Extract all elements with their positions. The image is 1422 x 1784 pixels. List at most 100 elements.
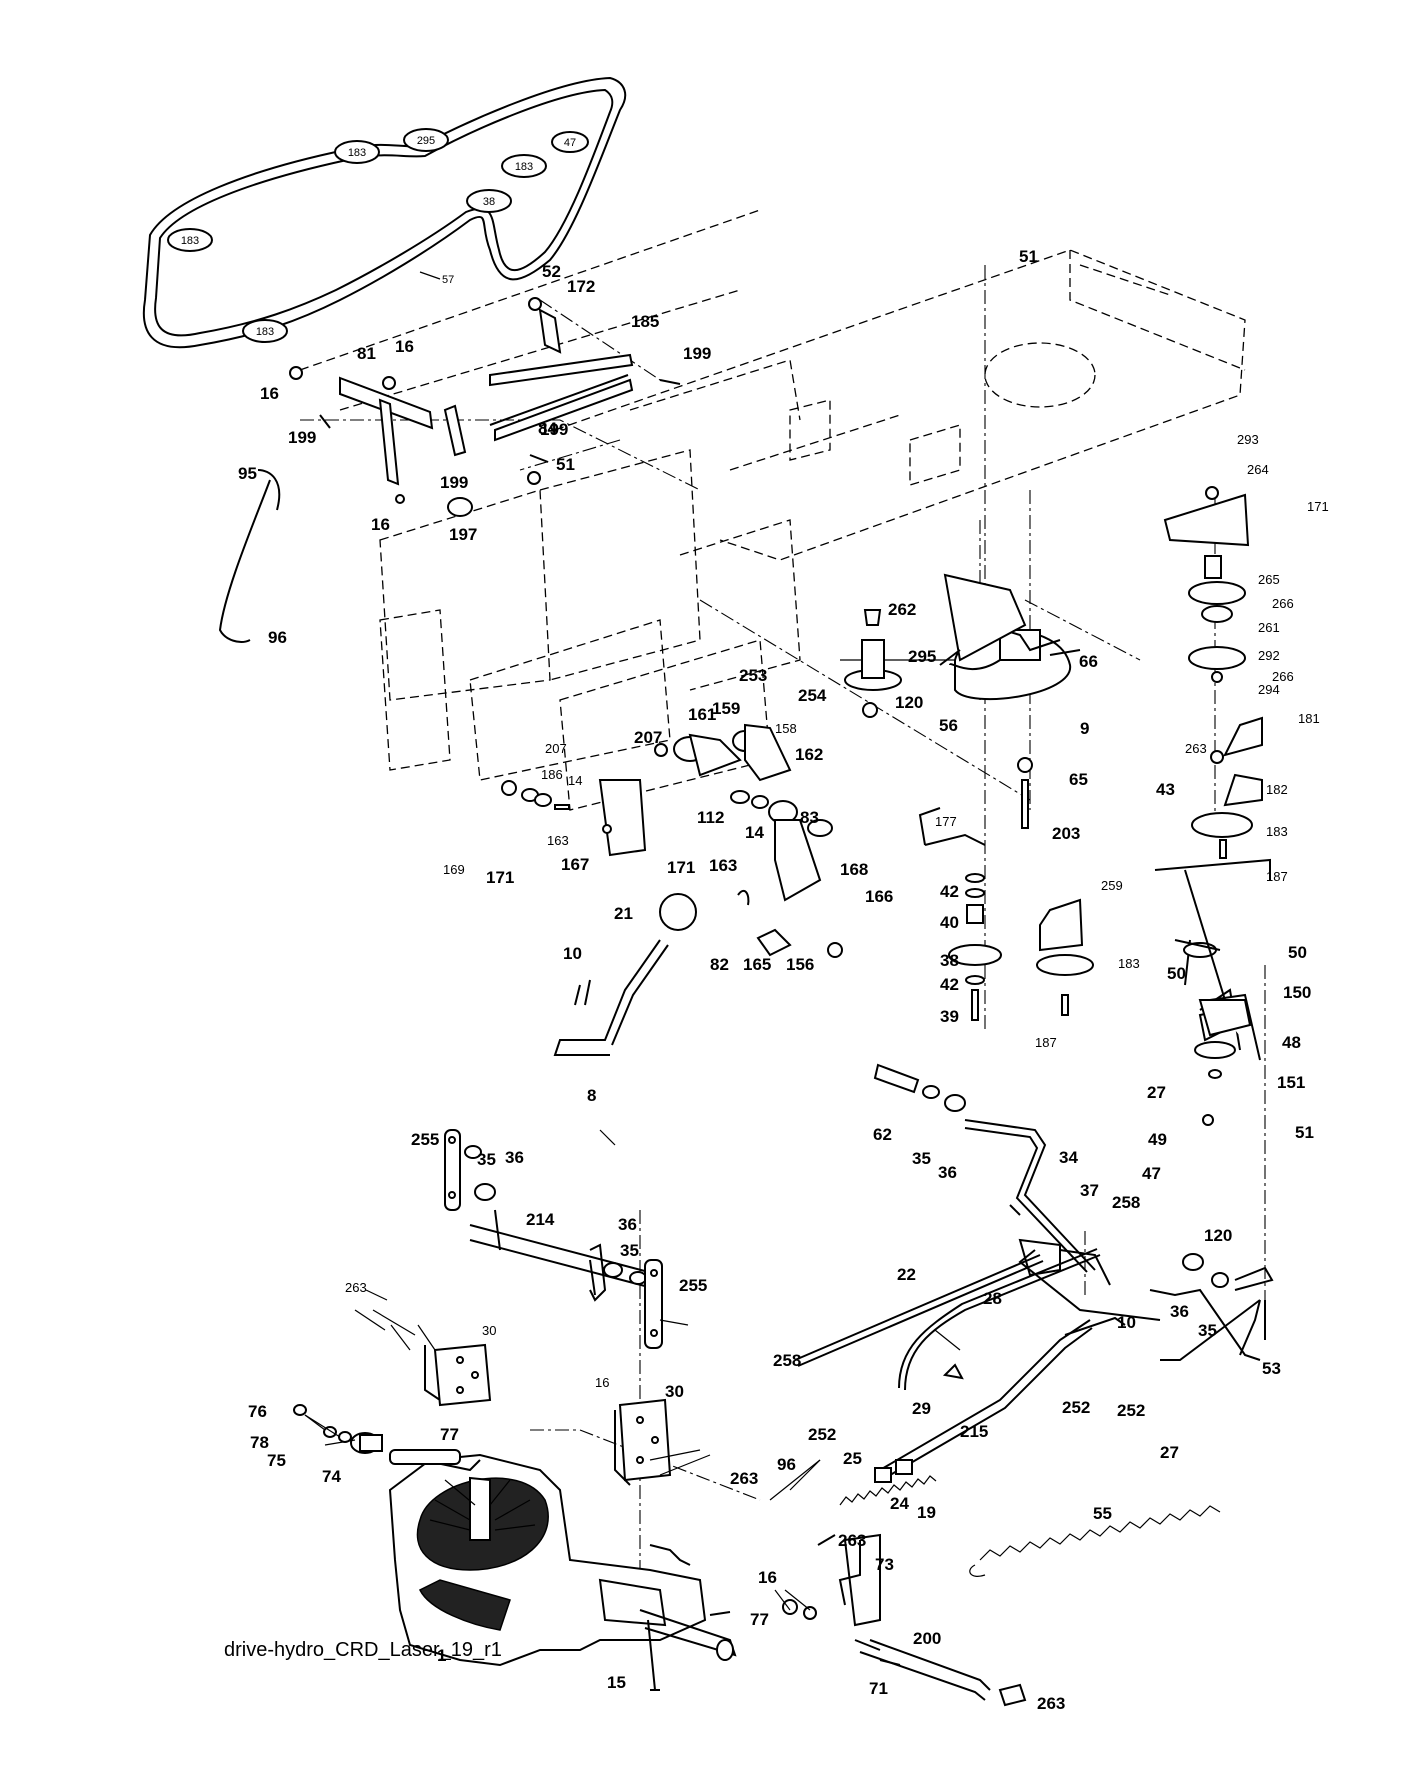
belt-pulley-tag: 47	[551, 131, 589, 153]
part-label: 51	[1019, 247, 1038, 266]
part-label: 19	[917, 1503, 936, 1522]
part-label: 161	[688, 705, 716, 724]
part-label: 266	[1272, 596, 1294, 611]
part-label: 199	[288, 428, 316, 447]
belt-pulley-tag: 295	[403, 128, 449, 152]
part-label: 263	[838, 1531, 866, 1550]
part-label: 163	[709, 856, 737, 875]
part-label: 150	[1283, 983, 1311, 1002]
pedal-bracket-assembly	[501, 723, 843, 958]
belt-label: 57	[442, 274, 454, 286]
part-label: 255	[679, 1276, 707, 1295]
belt-label: 183	[181, 235, 199, 247]
part-label: 165	[743, 955, 771, 974]
part-label: 56	[939, 716, 958, 735]
part-label: 50	[1288, 943, 1307, 962]
part-label: 48	[1282, 1033, 1301, 1052]
part-label: 120	[895, 693, 923, 712]
part-label: 166	[865, 887, 893, 906]
spring-25	[839, 1459, 937, 1506]
part-label: 35	[912, 1149, 931, 1168]
control-rods	[794, 1248, 1126, 1479]
part-label: 21	[614, 904, 633, 923]
part-label: 295	[908, 647, 936, 666]
transaxle	[293, 1404, 737, 1691]
part-label: 24	[890, 1494, 909, 1513]
part-label: 40	[940, 913, 959, 932]
part-label: 36	[1170, 1302, 1189, 1321]
drive-belt: 183 295 47 183 38 183 183 57	[142, 76, 627, 349]
part-label: 77	[440, 1425, 459, 1444]
part-label: 96	[268, 628, 287, 647]
part-label: 8	[587, 1086, 596, 1105]
part-label: 42	[940, 882, 959, 901]
part-label: 167	[561, 855, 589, 874]
engine-pulley-assembly	[844, 573, 1081, 829]
part-label: 151	[1277, 1073, 1305, 1092]
diagram-id-caption: drive-hydro_CRD_Laser_19_r1	[224, 1639, 502, 1661]
control-rod-assembly	[873, 858, 1274, 1291]
callout-labels: 51 52 172 185 199 81 16 16 199 84 199 19…	[238, 247, 1329, 1713]
part-label: 16	[595, 1375, 609, 1390]
part-label: 34	[1059, 1148, 1078, 1167]
part-label: 186	[541, 767, 563, 782]
part-label: 266	[1272, 669, 1294, 684]
part-label: 52	[542, 262, 561, 281]
part-label: 43	[1156, 780, 1175, 799]
part-label: 36	[618, 1215, 637, 1234]
part-label: 171	[667, 858, 695, 877]
part-label: 30	[665, 1382, 684, 1401]
part-label: 83	[800, 808, 819, 827]
part-label: 78	[250, 1433, 269, 1452]
part-label: 200	[913, 1629, 941, 1648]
part-label: 38	[940, 951, 959, 970]
part-label: 172	[567, 277, 595, 296]
part-label: 199	[683, 344, 711, 363]
part-label: 36	[938, 1163, 957, 1182]
belt-pulley-tag: 183	[167, 228, 213, 252]
tractor-frame	[299, 209, 1246, 811]
part-label: 81	[357, 344, 376, 363]
part-label: 112	[697, 808, 724, 827]
part-label: 162	[795, 745, 823, 764]
part-label: 74	[322, 1467, 341, 1486]
part-label: 254	[798, 686, 827, 705]
part-label: 181	[1298, 711, 1320, 726]
belt-pulley-tag: 183	[242, 319, 288, 343]
lower-right-bracket	[782, 1533, 1027, 1707]
mounting-bracket-30	[424, 1343, 672, 1486]
drive-pedal	[553, 939, 669, 1056]
linkage-arm-right	[1018, 1249, 1266, 1361]
part-label: 258	[1112, 1193, 1140, 1212]
part-label: 292	[1258, 648, 1280, 663]
belt-pulley-tag: 183	[501, 154, 547, 178]
part-label: 82	[710, 955, 729, 974]
part-label: 120	[1204, 1226, 1232, 1245]
part-label: 263	[1037, 1694, 1065, 1713]
part-label: 10	[563, 944, 582, 963]
part-label: 262	[888, 600, 916, 619]
part-label: 49	[1148, 1130, 1167, 1149]
part-label: 177	[935, 814, 957, 829]
part-label: 259	[1101, 878, 1123, 893]
belt-label: 47	[564, 137, 576, 149]
part-label: 35	[1198, 1321, 1217, 1340]
part-label: 263	[730, 1469, 758, 1488]
part-label: 207	[634, 728, 662, 747]
part-label: 15	[607, 1673, 626, 1692]
part-label: 16	[758, 1568, 777, 1587]
part-label: 187	[1035, 1035, 1057, 1050]
part-label: 27	[1147, 1083, 1166, 1102]
part-label: 253	[739, 666, 767, 685]
part-label: 263	[1185, 741, 1207, 756]
belt-label: 295	[417, 135, 435, 147]
part-label: 25	[843, 1449, 862, 1468]
part-label: 215	[960, 1422, 988, 1441]
part-label: 27	[1160, 1443, 1179, 1462]
part-label: 252	[808, 1425, 836, 1444]
part-label: 10	[1117, 1313, 1136, 1332]
part-label: 293	[1237, 432, 1259, 447]
part-label: 214	[526, 1210, 555, 1229]
part-label: 42	[940, 975, 959, 994]
